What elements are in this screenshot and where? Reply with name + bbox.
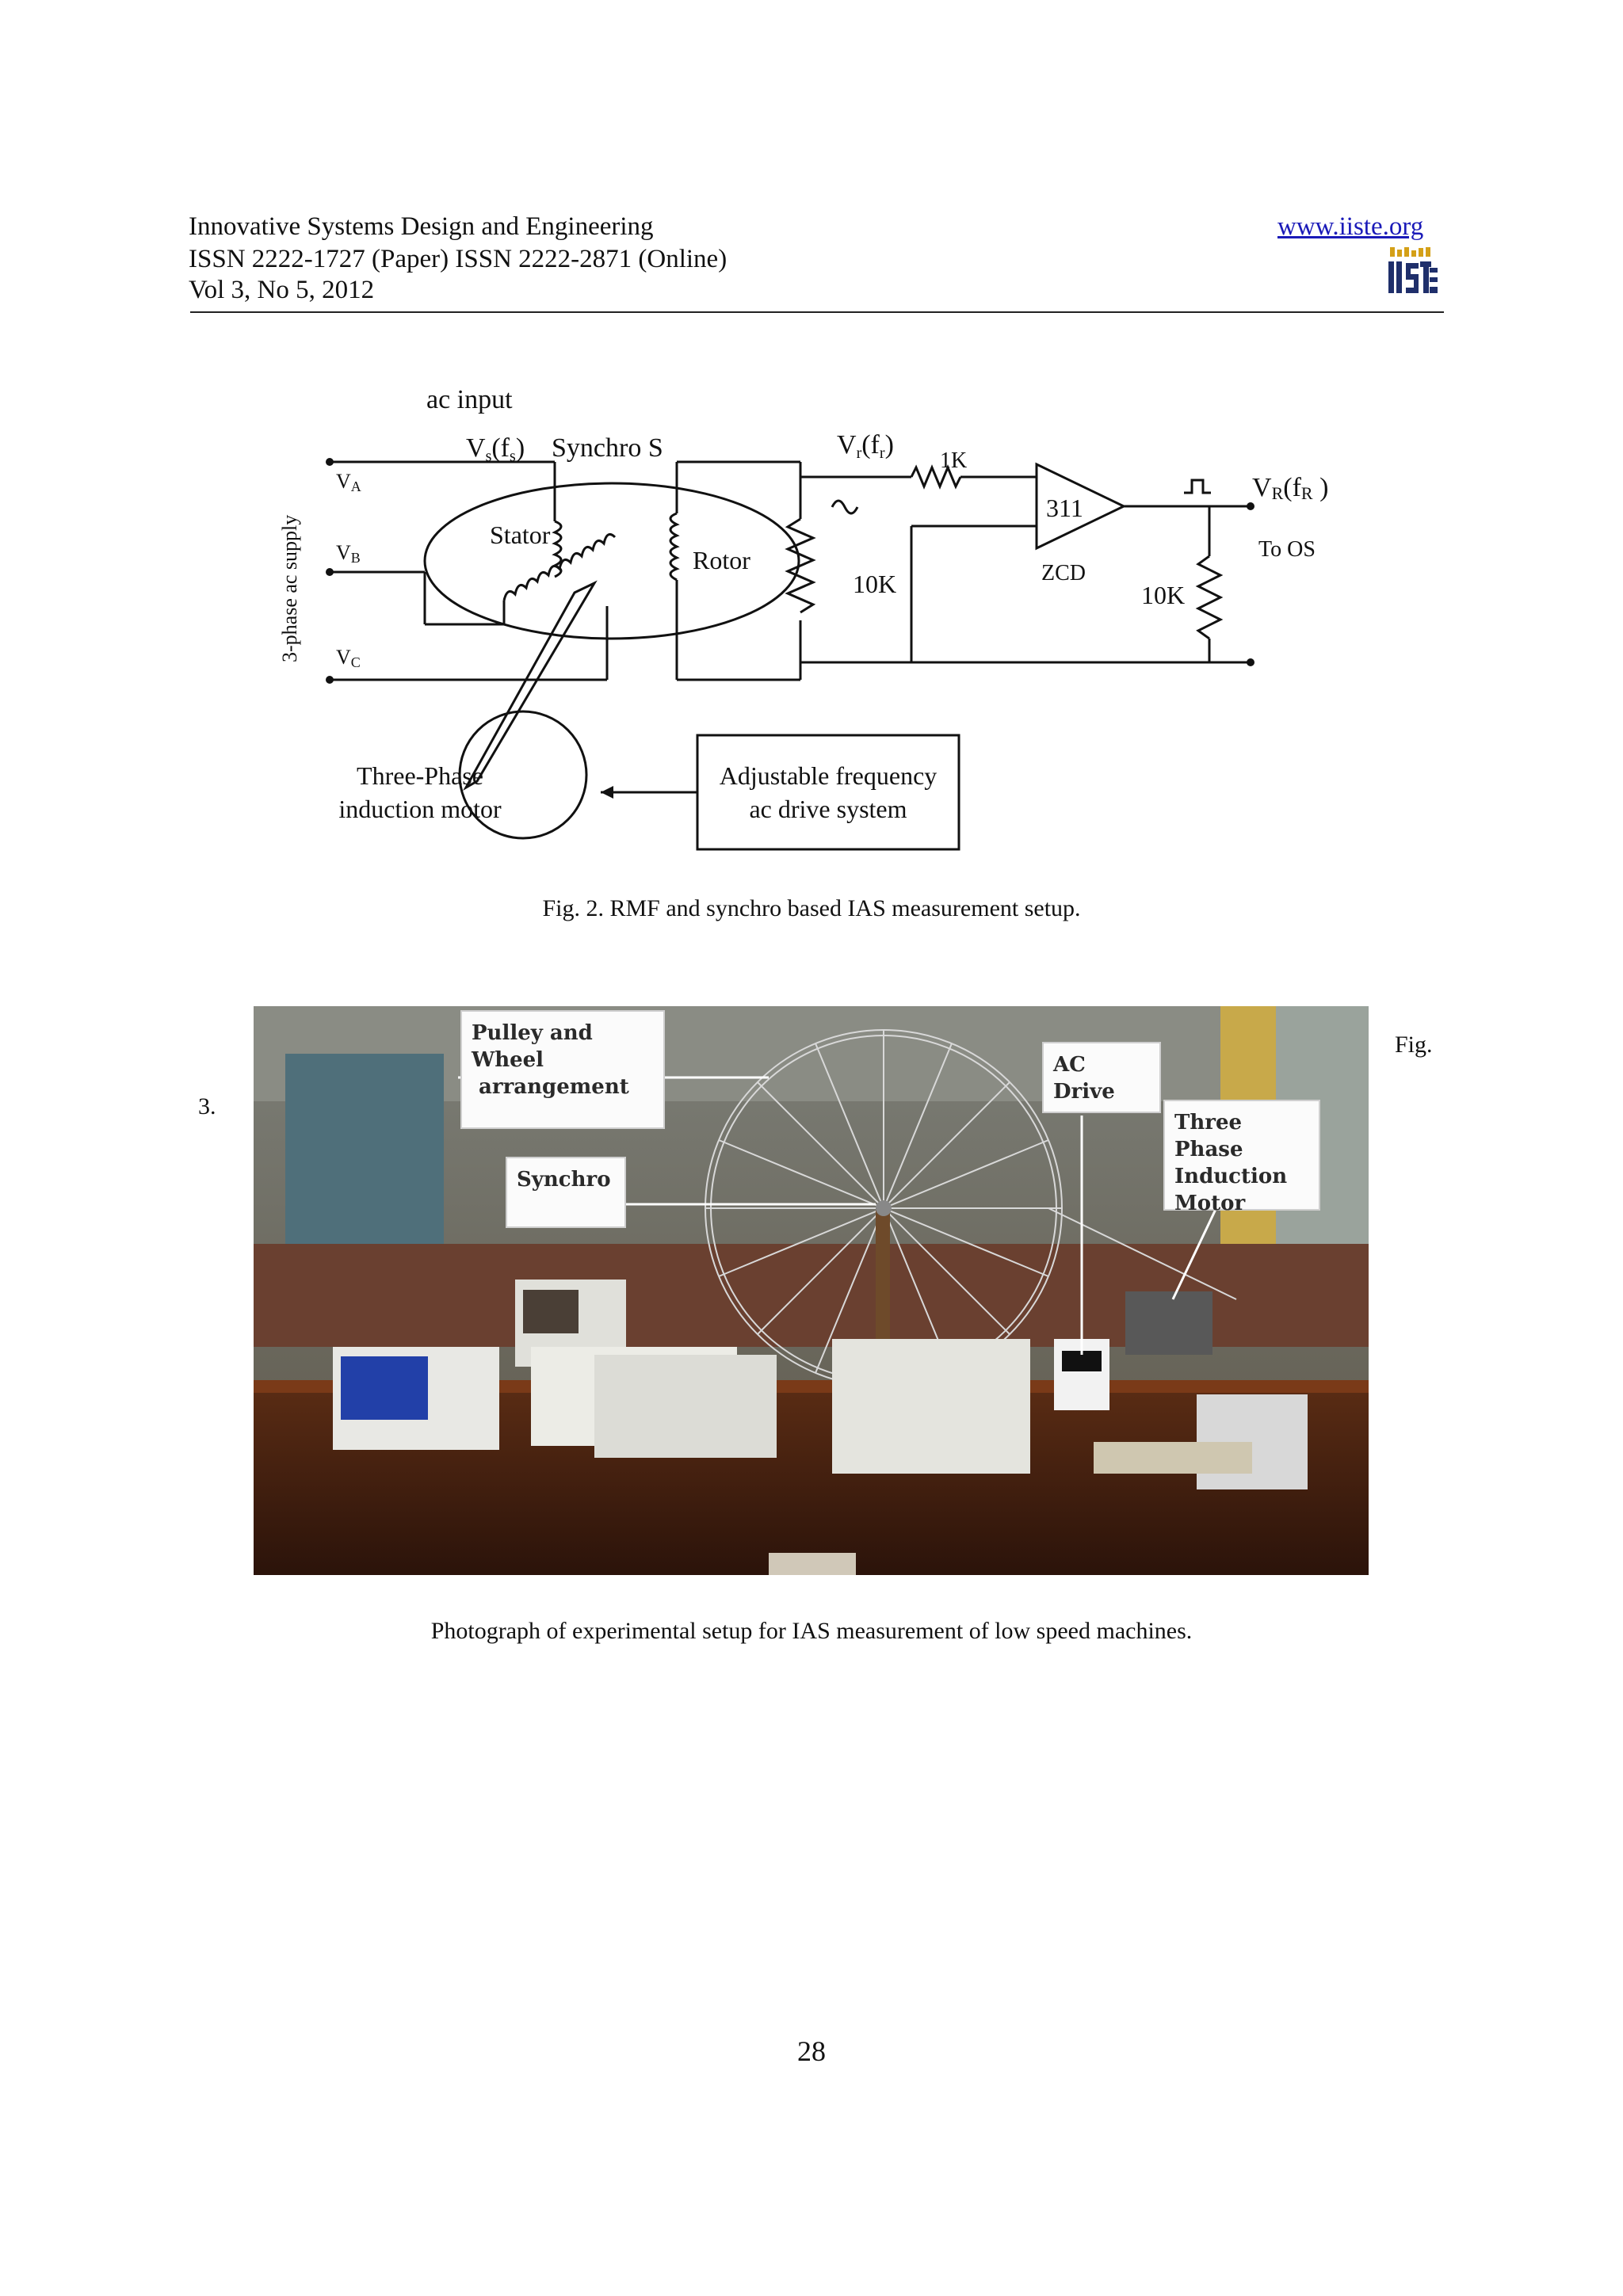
experimental-setup-photo: Pulley and Wheel arrangement Synchro AC … (254, 1006, 1369, 1575)
figure-3-number: 3. (198, 1093, 216, 1119)
journal-title: Innovative Systems Design and Engineerin… (189, 212, 654, 241)
vR-label: VR(fR ) (1252, 473, 1328, 503)
callout-motor-line1: Three Phase (1174, 1111, 1243, 1161)
callout-motor-line2: Induction (1174, 1165, 1288, 1188)
callout-synchro-text: Synchro (517, 1168, 611, 1192)
stator-label: Stator (490, 521, 551, 549)
vr-label: Vr(fr) (837, 430, 894, 462)
figure-2-circuit-diagram: ac input Vs(fs) Synchro S Vr(fr) 1K 311 … (269, 380, 1363, 856)
journal-url-link[interactable]: www.iiste.org (1277, 212, 1424, 241)
callout-ac-drive: AC Drive (1042, 1042, 1161, 1113)
resistor-10k-label-1: 10K (853, 570, 896, 598)
header-rule (190, 311, 1444, 313)
supply-label: 3-phase ac supply (278, 515, 301, 662)
resistor-1k-label: 1K (940, 448, 967, 473)
callout-synchro: Synchro (506, 1157, 626, 1228)
callout-motor-line3: Motor (1174, 1192, 1246, 1215)
opamp-311-label: 311 (1046, 494, 1083, 522)
volume-line: Vol 3, No 5, 2012 (189, 276, 375, 304)
figure-3-caption: Photograph of experimental setup for IAS… (430, 1618, 1193, 1644)
rotor-label: Rotor (693, 546, 750, 574)
vc-label: VC (336, 646, 361, 670)
drive-label-line1: Adjustable frequency (720, 761, 938, 790)
va-label: VA (336, 470, 361, 494)
callout-pulley-wheel: Pulley and Wheel arrangement (460, 1010, 665, 1129)
vb-label: VB (336, 541, 361, 566)
drive-label-line2: ac drive system (749, 795, 907, 823)
to-os-label: To OS (1258, 537, 1316, 562)
ac-input-label: ac input (426, 385, 513, 414)
callout-induction-motor: Three Phase Induction Motor (1163, 1100, 1320, 1215)
callout-pulley-line2: arrangement (472, 1075, 629, 1099)
figure-3-label: Fig. (1395, 1032, 1433, 1058)
iiste-logo (1385, 246, 1439, 296)
zcd-label: ZCD (1041, 561, 1086, 585)
motor-label-line1: Three-Phase (357, 761, 483, 790)
figure-2-caption: Fig. 2. RMF and synchro based IAS measur… (542, 895, 1081, 921)
callout-pulley-line1: Pulley and Wheel (472, 1021, 593, 1072)
page-number: 28 (797, 2035, 826, 2067)
issn-line: ISSN 2222-1727 (Paper) ISSN 2222-2871 (O… (189, 245, 727, 273)
callout-ac-drive-text: AC Drive (1053, 1053, 1115, 1104)
vs-label: Vs(fs) (466, 433, 525, 465)
resistor-10k-label-2: 10K (1141, 581, 1185, 609)
motor-label-line2: induction motor (338, 795, 502, 823)
synchro-label: Synchro S (552, 433, 663, 463)
